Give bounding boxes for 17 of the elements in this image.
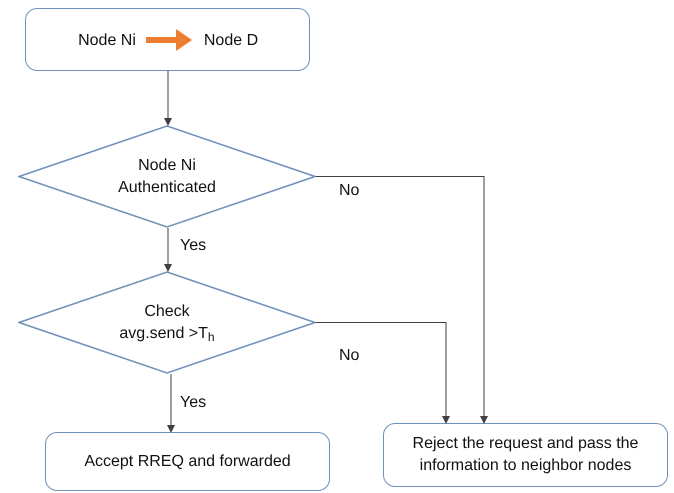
arrow bbox=[316, 176, 488, 424]
node-label: Check avg.send >T$_{h}$ bbox=[118, 302, 216, 344]
node-label: Reject the request and pass the information to neighbor nodes bbox=[412, 434, 640, 476]
process-box bbox=[45, 432, 330, 491]
arrow bbox=[164, 228, 172, 272]
node-label: Node D bbox=[195, 28, 267, 54]
node-label: Node Ni bbox=[69, 28, 145, 54]
process-box bbox=[383, 423, 668, 487]
process-box bbox=[25, 8, 310, 71]
decision-diamond bbox=[18, 271, 316, 374]
decision-diamond bbox=[18, 125, 316, 228]
thick-arrow bbox=[146, 29, 192, 51]
arrow bbox=[316, 322, 450, 424]
arrow bbox=[164, 70, 172, 126]
node-label: Accept RREQ and forwarded bbox=[84, 452, 291, 472]
arrow bbox=[167, 374, 175, 433]
node-label: Node Ni Authenticated bbox=[117, 156, 217, 198]
